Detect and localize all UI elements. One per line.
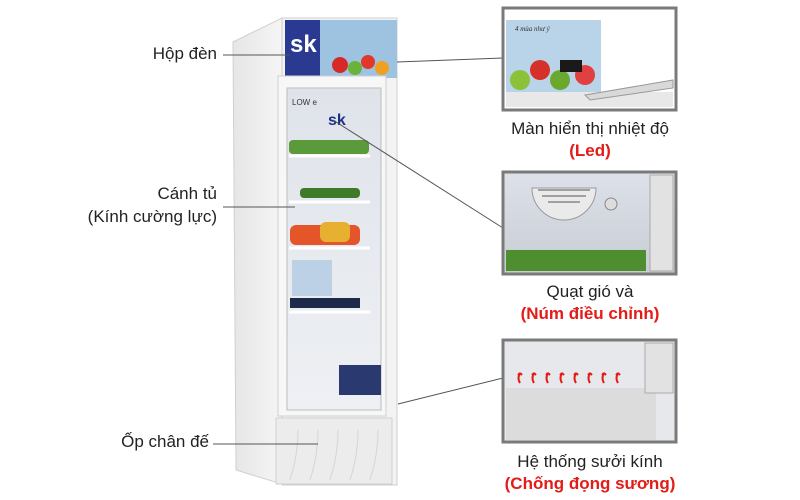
brand-logo: sk: [290, 31, 317, 58]
caption-title: Hệ thống sưởi kính: [517, 452, 663, 471]
label-light-box: Hộp đèn: [152, 44, 217, 63]
caption-highlight: (Núm điều chỉnh): [520, 304, 660, 323]
fridge: sk LOW e sk: [232, 17, 398, 486]
label-base-cover: Ốp chân đế: [121, 432, 209, 451]
caption-highlight: (Led): [569, 141, 611, 160]
svg-text:sk: sk: [328, 112, 346, 129]
light-box: sk: [285, 20, 397, 78]
detail-panel-heater: [501, 338, 678, 444]
caption-title: Màn hiển thị nhiệt độ: [511, 119, 669, 138]
door: LOW e sk: [277, 75, 387, 417]
caption-heater: Hệ thống sưởi kính (Chống đọng sương): [490, 452, 690, 494]
caption-led: Màn hiển thị nhiệt độ (Led): [490, 119, 690, 161]
svg-text:LOW e: LOW e: [292, 98, 317, 107]
detail-panel-fan: [501, 170, 678, 276]
caption-fan: Quạt gió và (Núm điều chỉnh): [490, 282, 690, 324]
caption-title: Quạt gió và: [546, 282, 634, 301]
caption-highlight: (Chống đọng sương): [504, 474, 676, 493]
label-door: Cánh tủ: [157, 184, 217, 203]
label-door-sub: (Kính cường lực): [87, 207, 217, 226]
detail-panel-led: 4 mùa như ý: [501, 6, 678, 112]
leader-lines: [213, 54, 504, 445]
heat-arrows: [517, 372, 621, 384]
base-cover: [275, 417, 393, 485]
svg-text:4 mùa như ý: 4 mùa như ý: [515, 25, 551, 33]
